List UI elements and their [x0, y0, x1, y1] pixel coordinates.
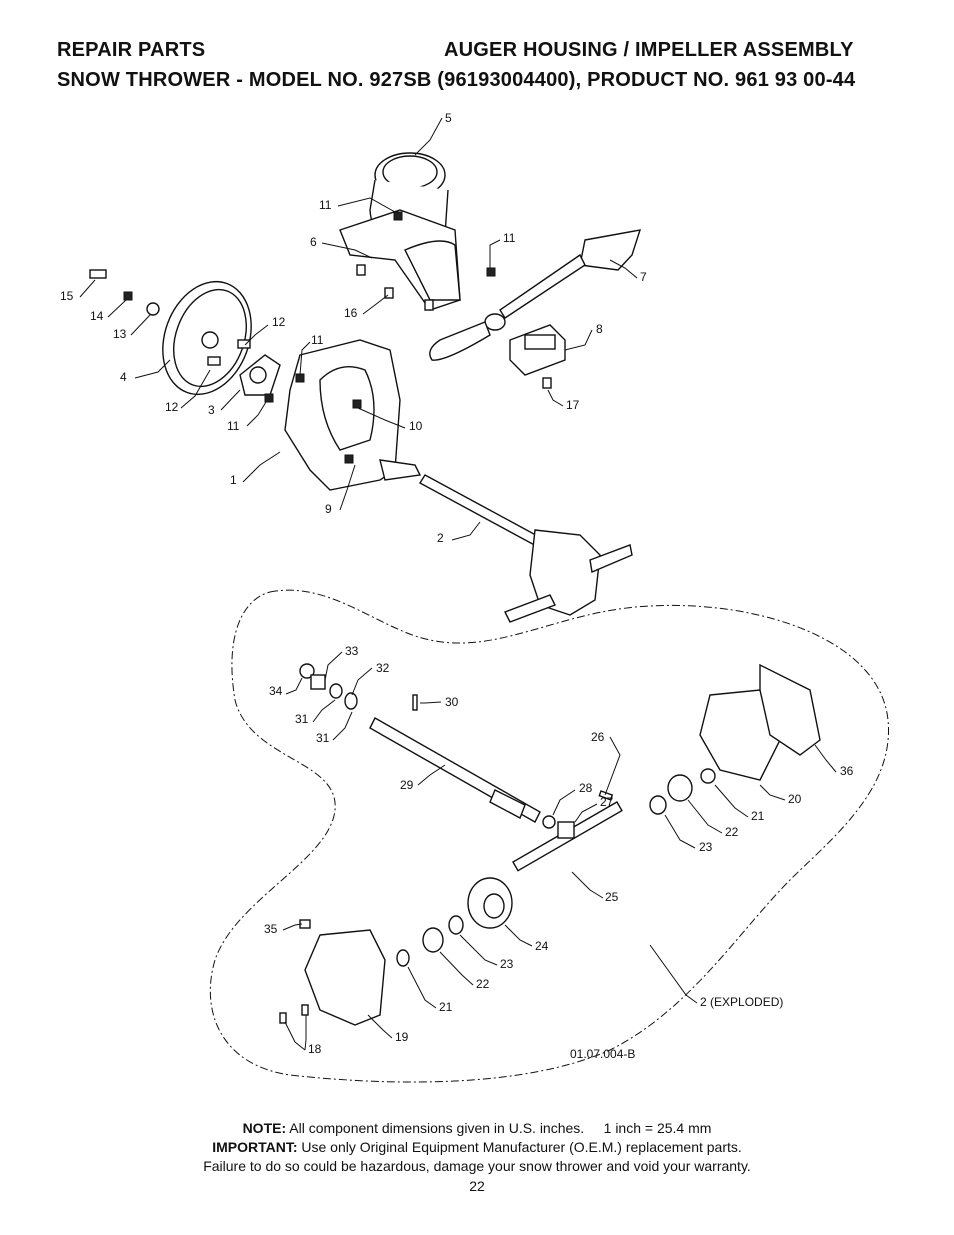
important-line: IMPORTANT: Use only Original Equipment M…	[0, 1139, 954, 1155]
label-27: 27	[600, 795, 614, 809]
label-21-b: 21	[439, 1000, 453, 1014]
label-31-a: 31	[295, 712, 309, 726]
label-23-a: 23	[699, 840, 713, 854]
conversion-text: 1 inch = 25.4 mm	[603, 1120, 712, 1136]
label-20: 20	[788, 792, 802, 806]
crank-bracket	[509, 324, 566, 376]
bearing-flange	[239, 354, 281, 396]
label-32: 32	[376, 661, 390, 675]
label-11-c: 11	[311, 333, 324, 347]
label-3: 3	[208, 403, 215, 417]
label-36: 36	[840, 764, 854, 778]
pulley	[162, 280, 252, 396]
label-35: 35	[264, 922, 278, 936]
label-22-a: 22	[725, 825, 739, 839]
label-4: 4	[120, 370, 127, 384]
label-23-b: 23	[500, 957, 514, 971]
note-label: NOTE:	[242, 1120, 287, 1136]
label-14: 14	[90, 309, 104, 323]
label-33: 33	[345, 644, 359, 658]
label-11-b: 11	[503, 231, 516, 245]
label-5: 5	[445, 111, 452, 125]
label-2: 2	[437, 531, 444, 545]
section-title: REPAIR PARTS	[57, 39, 206, 61]
label-22-b: 22	[476, 977, 490, 991]
crank-handle	[429, 229, 642, 361]
label-28: 28	[579, 781, 593, 795]
label-1: 1	[230, 473, 237, 487]
label-6: 6	[310, 235, 317, 249]
label-15: 15	[60, 289, 74, 303]
assembly-title: AUGER HOUSING / IMPELLER ASSEMBLY	[444, 39, 854, 61]
drawing-number: 01.07.004-B	[570, 1047, 635, 1061]
label-9: 9	[325, 502, 332, 516]
label-16: 16	[344, 306, 358, 320]
label-34: 34	[269, 684, 283, 698]
note-text: All component dimensions given in U.S. i…	[289, 1120, 585, 1136]
label-13: 13	[113, 327, 127, 341]
label-2-exploded: 2 (EXPLODED)	[700, 995, 783, 1009]
label-25: 25	[605, 890, 619, 904]
note-line: NOTE: All component dimensions given in …	[0, 1120, 954, 1136]
label-21-a: 21	[751, 809, 765, 823]
hardware	[89, 211, 552, 464]
label-12-a: 12	[272, 315, 286, 329]
label-31-b: 31	[316, 731, 330, 745]
important-text: Use only Original Equipment Manufacturer…	[301, 1139, 742, 1155]
label-8: 8	[596, 322, 603, 336]
label-12-b: 12	[165, 400, 179, 414]
label-17: 17	[566, 398, 580, 412]
impeller-housing	[284, 339, 422, 491]
label-30: 30	[445, 695, 459, 709]
leader-lines	[79, 117, 837, 1051]
auger-gearbox	[419, 474, 633, 623]
label-11-d: 11	[227, 419, 240, 433]
part-labels: 5 11 11 6 7 15 14 13 12 16 8 11 4 12 3 1…	[60, 111, 854, 1061]
label-29: 29	[400, 778, 414, 792]
page-number: 22	[469, 1178, 485, 1194]
model-subtitle: SNOW THROWER - MODEL NO. 927SB (96193004…	[57, 69, 856, 91]
label-19: 19	[395, 1030, 409, 1044]
label-10: 10	[409, 419, 423, 433]
label-11-a: 11	[319, 198, 332, 212]
label-7: 7	[640, 270, 647, 284]
exploded-view-boundary	[209, 589, 889, 1083]
warning-text: Failure to do so could be hazardous, dam…	[203, 1158, 751, 1174]
label-24: 24	[535, 939, 549, 953]
important-label: IMPORTANT:	[212, 1139, 298, 1155]
label-18: 18	[308, 1042, 322, 1056]
chute-base	[339, 209, 461, 311]
label-26: 26	[591, 730, 605, 744]
exploded-parts	[279, 663, 821, 1026]
